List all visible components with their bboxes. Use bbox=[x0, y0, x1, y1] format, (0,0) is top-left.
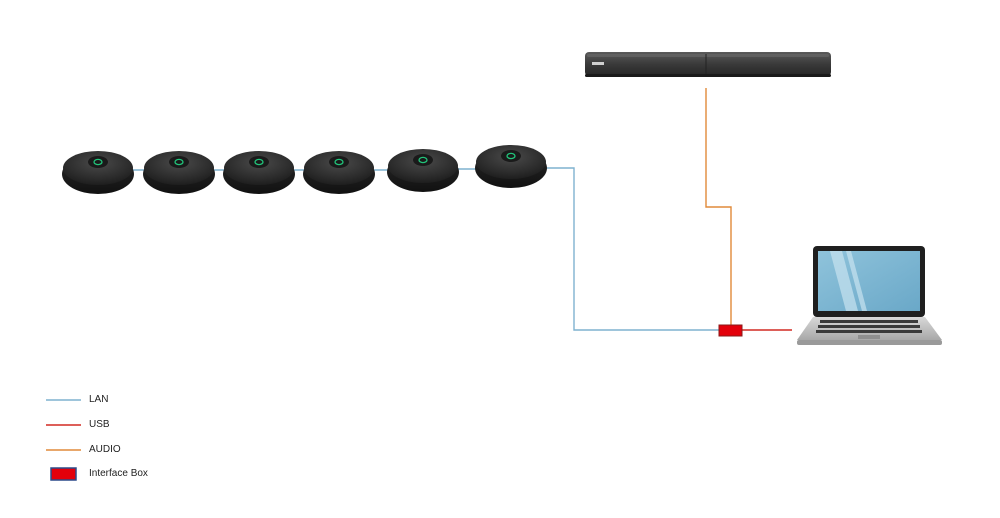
microphone bbox=[143, 151, 215, 194]
microphone bbox=[303, 151, 375, 194]
microphone bbox=[387, 149, 459, 192]
lan-cable bbox=[542, 167, 720, 331]
legend-lan-label: LAN bbox=[89, 394, 109, 405]
legend-interface-box-label: Interface Box bbox=[89, 468, 148, 479]
interface-box bbox=[718, 324, 743, 337]
soundbar bbox=[585, 52, 831, 77]
microphone bbox=[475, 145, 547, 188]
legend-interface-box-swatch bbox=[50, 467, 77, 481]
audio-cable bbox=[705, 88, 732, 325]
legend-audio-label: AUDIO bbox=[89, 444, 121, 455]
laptop bbox=[797, 246, 942, 345]
microphone bbox=[223, 151, 295, 194]
legend-usb-label: USB bbox=[89, 419, 110, 430]
microphone bbox=[62, 151, 134, 194]
